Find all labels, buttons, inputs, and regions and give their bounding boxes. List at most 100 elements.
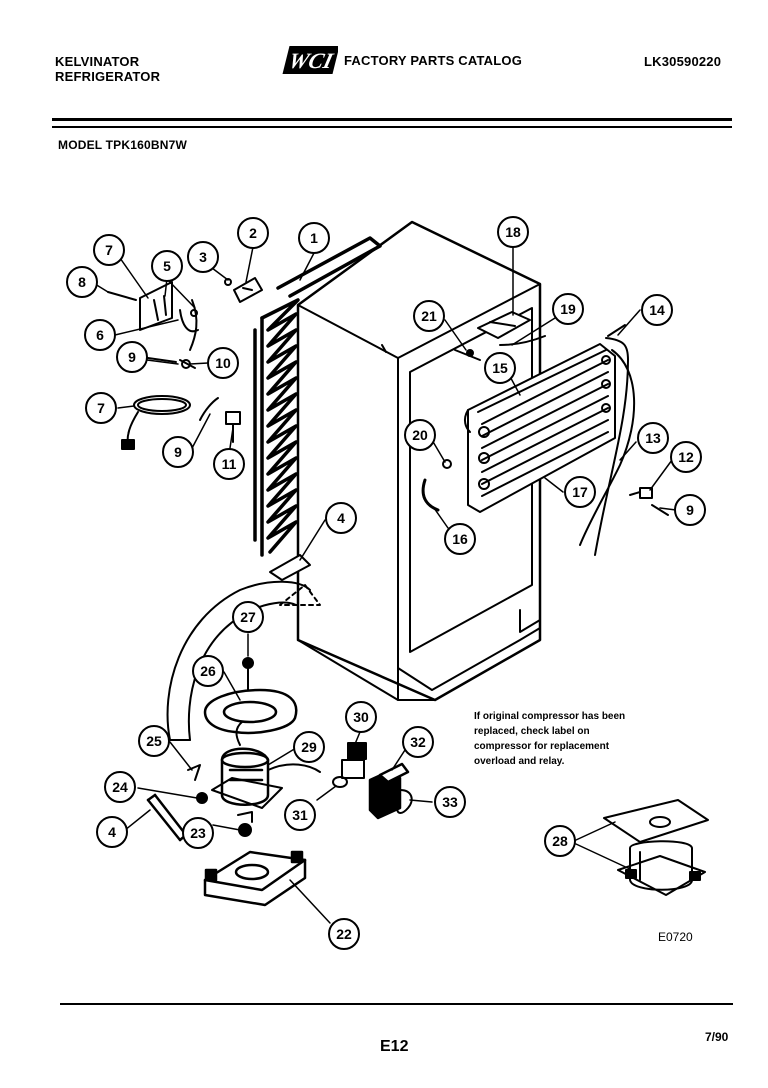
- callout-c12: 12: [670, 441, 702, 473]
- callout-c8: 8: [66, 266, 98, 298]
- callout-label: 22: [336, 926, 352, 942]
- leader-lines: [94, 246, 677, 924]
- callout-label: 4: [337, 510, 345, 526]
- capillary-tube: [579, 349, 636, 546]
- part-20-screw: [442, 459, 452, 469]
- callout-bubble: [325, 502, 357, 534]
- callout-label: 8: [78, 274, 86, 290]
- callout-bubble: [284, 799, 316, 831]
- callout-c9c: 9: [674, 494, 706, 526]
- suction-line: [594, 337, 629, 556]
- part-27-grommet: [242, 657, 254, 669]
- part-30-relay: [341, 742, 367, 779]
- part-7-power-cord: [121, 395, 191, 450]
- callout-bubble: [104, 771, 136, 803]
- callout-bubble: [207, 347, 239, 379]
- callout-label: 4: [108, 824, 116, 840]
- callout-label: 10: [215, 355, 231, 371]
- callout-bubble: [116, 341, 148, 373]
- callout-c6: 6: [84, 319, 116, 351]
- callout-label: 5: [163, 258, 171, 274]
- callout-bubble: [187, 241, 219, 273]
- callout-label: 3: [199, 249, 207, 265]
- logo-text: WCI: [286, 48, 337, 73]
- callout-label: 15: [492, 360, 508, 376]
- callout-label: 18: [505, 224, 521, 240]
- part-11-relay: [225, 411, 241, 443]
- part-19-wire: [499, 335, 546, 346]
- part-8-screw: [107, 291, 137, 301]
- callout-label: 20: [412, 427, 428, 443]
- callout-label: 14: [649, 302, 665, 318]
- callout-label: 26: [200, 663, 216, 679]
- callout-c24: 24: [104, 771, 136, 803]
- callout-bubble: [85, 392, 117, 424]
- callout-c26: 26: [192, 655, 224, 687]
- wci-logo: WCI: [282, 46, 338, 74]
- callout-c11: 11: [213, 448, 245, 480]
- callout-bubble: [434, 786, 466, 818]
- callout-bubble: [413, 300, 445, 332]
- callout-bubble: [345, 701, 377, 733]
- callout-label: 13: [645, 430, 661, 446]
- callout-bubble: [232, 601, 264, 633]
- part-26-drain-pan: [203, 688, 298, 735]
- callout-c22: 22: [328, 918, 360, 950]
- refrigerator-cabinet: [296, 220, 542, 702]
- callout-bubble: [298, 222, 330, 254]
- callout-c32: 32: [402, 726, 434, 758]
- callout-label: 16: [452, 531, 468, 547]
- callout-label: 9: [174, 444, 182, 460]
- note-line: overload and relay.: [474, 756, 565, 767]
- callout-bubble: [497, 216, 529, 248]
- compressor-note: If original compressor has been replaced…: [474, 709, 654, 769]
- callout-c15: 15: [484, 352, 516, 384]
- model-number: MODEL TPK160BN7W: [58, 138, 188, 152]
- callout-c1: 1: [298, 222, 330, 254]
- callout-bubble: [93, 234, 125, 266]
- callout-c9b: 9: [162, 436, 194, 468]
- callout-label: 30: [353, 709, 369, 725]
- callout-bubble: [162, 436, 194, 468]
- callout-label: 21: [421, 308, 437, 324]
- callout-c33: 33: [434, 786, 466, 818]
- catalog-title: FACTORY PARTS CATALOG: [344, 52, 523, 68]
- callout-label: 12: [678, 449, 694, 465]
- callout-bubble: [237, 217, 269, 249]
- callout-c10: 10: [207, 347, 239, 379]
- callout-c4b: 4: [96, 816, 128, 848]
- callout-bubble: [151, 250, 183, 282]
- catalog-id: LK30590220: [644, 54, 722, 69]
- callout-bubble: [192, 655, 224, 687]
- callout-bubble: [402, 726, 434, 758]
- part-24-grommet: [196, 792, 208, 804]
- callout-label: 9: [686, 502, 694, 518]
- callout-label: 11: [222, 456, 237, 472]
- part-4-drier: [146, 793, 188, 842]
- callout-c30: 30: [345, 701, 377, 733]
- footer-rule: [60, 1003, 733, 1005]
- callout-label: 7: [105, 242, 113, 258]
- callout-c13: 13: [637, 422, 669, 454]
- callout-bubble: [293, 731, 325, 763]
- part-33-clip: [396, 789, 413, 814]
- callout-label: 24: [112, 779, 128, 795]
- callout-bubble: [637, 422, 669, 454]
- callout-label: 6: [96, 327, 104, 343]
- callout-label: 19: [560, 301, 576, 317]
- callout-bubble: [328, 918, 360, 950]
- callout-bubble: [66, 266, 98, 298]
- revision-date: 7/90: [705, 1030, 729, 1044]
- callout-c27: 27: [232, 601, 264, 633]
- callout-c29: 29: [293, 731, 325, 763]
- part-4-shield: [269, 554, 321, 606]
- part-28-inset-compressor: [603, 799, 709, 896]
- callout-c17: 17: [564, 476, 596, 508]
- callout-c23: 23: [182, 817, 214, 849]
- callout-label: 29: [301, 739, 317, 755]
- callout-c31: 31: [284, 799, 316, 831]
- callout-bubble: [213, 448, 245, 480]
- part-9-wire: [199, 397, 219, 421]
- callout-bubble: [96, 816, 128, 848]
- callout-label: 31: [292, 807, 308, 823]
